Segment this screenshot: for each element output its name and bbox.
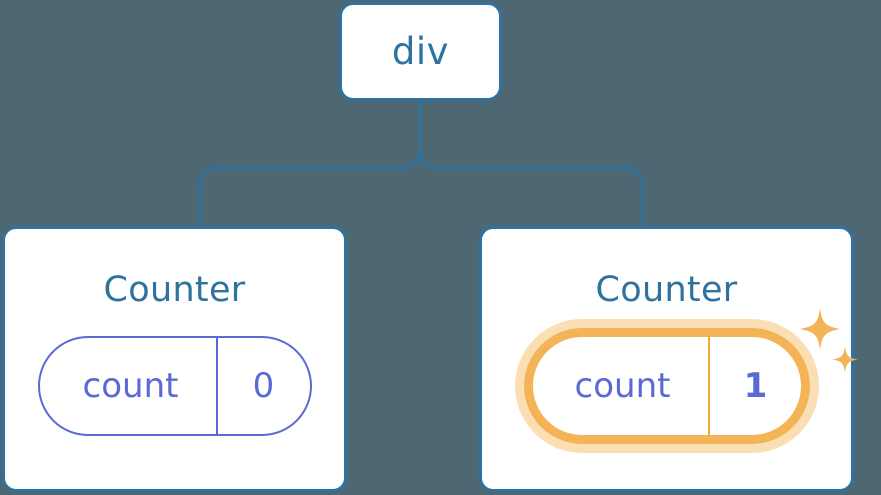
state-key-label: count xyxy=(574,366,671,406)
state-key-label: count xyxy=(82,366,179,406)
node-counter-right[interactable]: Counter count 1 xyxy=(479,226,858,492)
highlight-glow-ring xyxy=(514,319,819,453)
sparkle-large-icon xyxy=(799,308,840,350)
counter-right-state-pill[interactable]: count 1 xyxy=(514,308,858,453)
counter-left-state-pill[interactable]: count 0 xyxy=(37,336,312,436)
state-value-label: 1 xyxy=(707,336,802,436)
state-pill: count 0 xyxy=(37,336,312,436)
node-root-div[interactable]: div xyxy=(339,2,502,101)
highlight-ring xyxy=(523,328,810,444)
counter-left-title: Counter xyxy=(103,270,246,310)
sparkle-group xyxy=(799,308,858,373)
state-pill: count 1 xyxy=(532,336,802,436)
sparkle-small-icon xyxy=(831,346,858,373)
node-counter-left[interactable]: Counter count 0 xyxy=(2,226,347,492)
root-node-label: div xyxy=(391,30,450,73)
connector-left-branch xyxy=(198,99,422,230)
state-value-label: 0 xyxy=(215,338,310,434)
counter-right-title: Counter xyxy=(595,270,738,310)
connector-right-branch xyxy=(419,99,645,230)
